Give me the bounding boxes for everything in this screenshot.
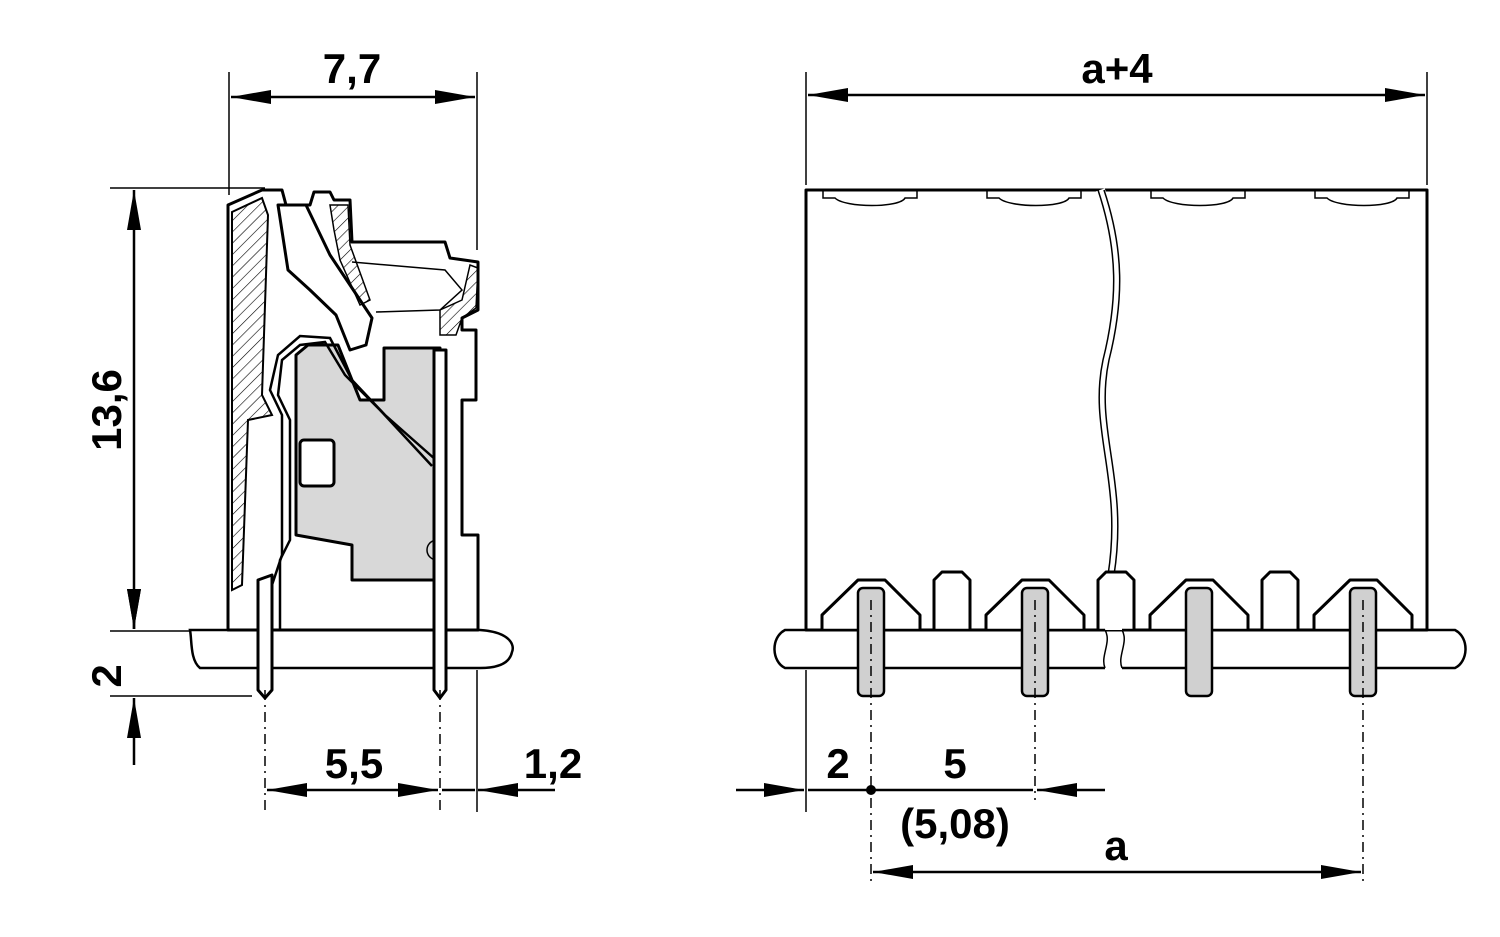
break-line xyxy=(1095,188,1121,576)
front-total-width-label: a+4 xyxy=(1081,45,1153,92)
pcb-board-front-left xyxy=(773,628,1105,670)
front-pin-3 xyxy=(1184,586,1214,698)
dim-origin-dot xyxy=(866,785,876,795)
inner-upper xyxy=(351,261,464,313)
front-pitch-inch-label: (5,08) xyxy=(900,800,1010,847)
bottom-features xyxy=(820,570,1414,630)
top-opening-3 xyxy=(1150,190,1246,207)
standoff-3 xyxy=(1260,570,1300,630)
pin-right-side xyxy=(432,348,448,700)
front-span-label: a xyxy=(1104,822,1128,869)
release-lever xyxy=(276,203,374,352)
top-opening-1 xyxy=(822,190,918,207)
side-pin-length-label: 2 xyxy=(83,664,130,687)
front-edge-label: 2 xyxy=(826,740,849,787)
top-opening-2 xyxy=(986,190,1082,207)
front-view: a+4 2 5 (5,08) a xyxy=(736,45,1467,885)
pin-left-side xyxy=(256,573,274,700)
contact-window xyxy=(298,438,336,488)
side-width-label: 7,7 xyxy=(323,45,381,92)
pcb-break-left xyxy=(1103,629,1108,669)
lever-hatch xyxy=(329,204,371,307)
top-opening-4 xyxy=(1314,190,1410,207)
break-line-left xyxy=(1097,189,1115,576)
inner-hatch-right xyxy=(439,263,479,336)
side-pin-pitch-label: 5,5 xyxy=(325,740,383,787)
standoff-2 xyxy=(1096,570,1136,630)
pcb-board-front-right xyxy=(1122,628,1467,670)
pcb-board-side xyxy=(188,628,514,670)
top-openings xyxy=(822,190,1410,207)
standoff-1 xyxy=(932,570,972,630)
break-line-right xyxy=(1103,189,1121,576)
side-offset-label: 1,2 xyxy=(524,740,582,787)
housing-wall-hatch xyxy=(231,196,274,592)
front-pitch-label: 5 xyxy=(943,740,966,787)
side-height-label: 13,6 xyxy=(83,369,130,451)
side-view: 7,7 13,6 2 5,5 1,2 xyxy=(83,45,582,812)
spring-clamp-inner xyxy=(268,334,437,586)
pcb-break-right xyxy=(1120,629,1125,669)
